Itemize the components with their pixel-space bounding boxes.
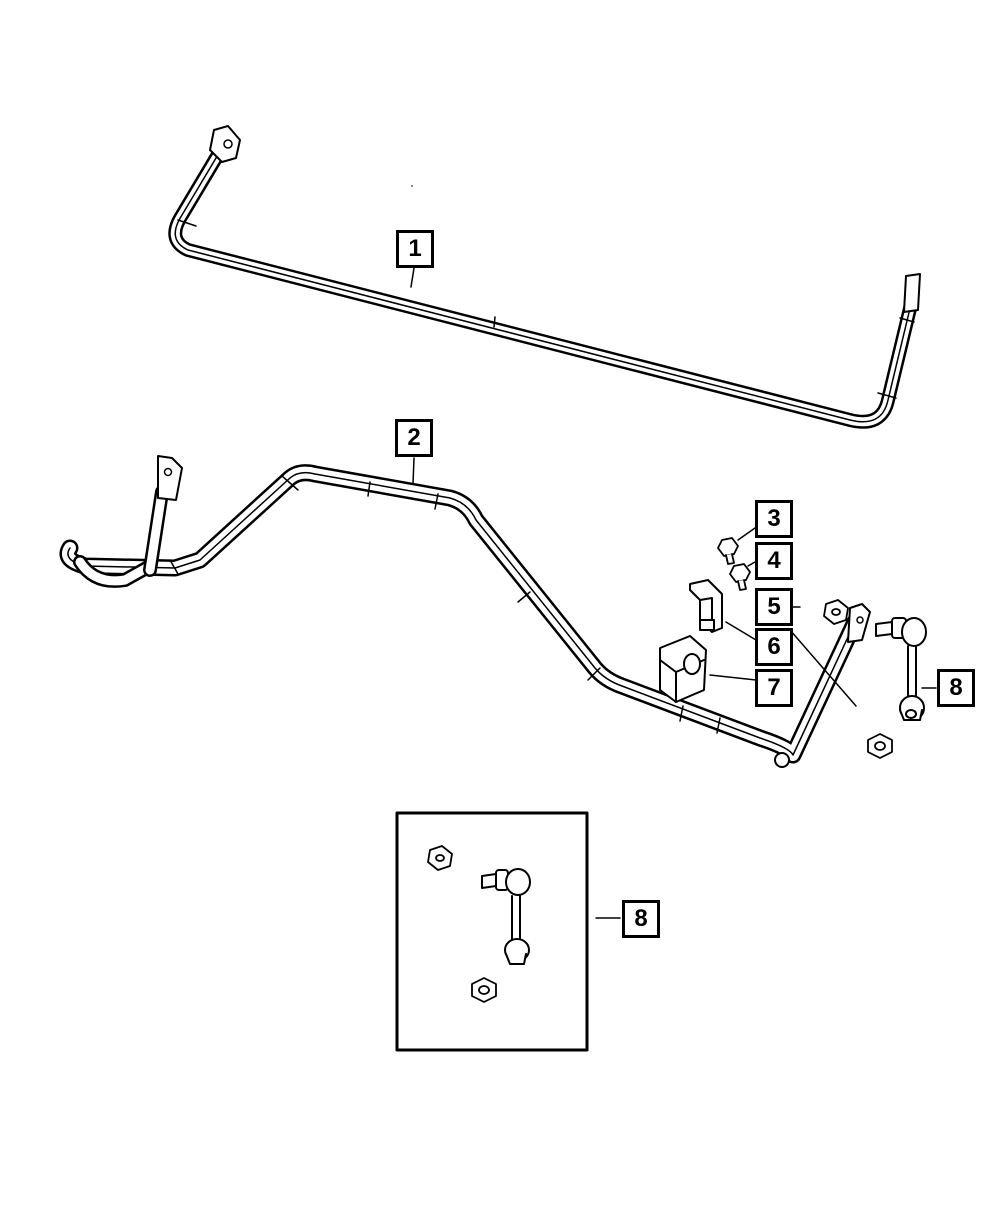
bolt-part-3	[717, 537, 739, 565]
callout-2: 2	[395, 419, 433, 457]
bolt-part-4	[729, 563, 751, 591]
nut-part-5	[823, 599, 849, 625]
callout-8-inset: 8	[622, 900, 660, 938]
nut-part-8	[867, 733, 893, 759]
callout-8: 8	[937, 669, 975, 707]
inset-nut-upper	[427, 845, 453, 871]
callout-3: 3	[755, 500, 793, 538]
stabilizer-link-part-8	[875, 617, 927, 721]
callout-5: 5	[755, 588, 793, 626]
inset-detail-box	[395, 811, 589, 1052]
callout-1: 1	[396, 230, 434, 268]
bushing-part-7	[659, 635, 707, 703]
callout-7: 7	[755, 669, 793, 707]
callout-4: 4	[755, 542, 793, 580]
callout-6: 6	[755, 628, 793, 666]
inset-stabilizer-link	[481, 868, 531, 965]
stabilizer-bar-upper	[168, 125, 921, 429]
inset-nut-lower	[471, 977, 497, 1003]
bracket-part-6	[689, 579, 723, 633]
stabilizer-bar-lower	[59, 455, 871, 768]
